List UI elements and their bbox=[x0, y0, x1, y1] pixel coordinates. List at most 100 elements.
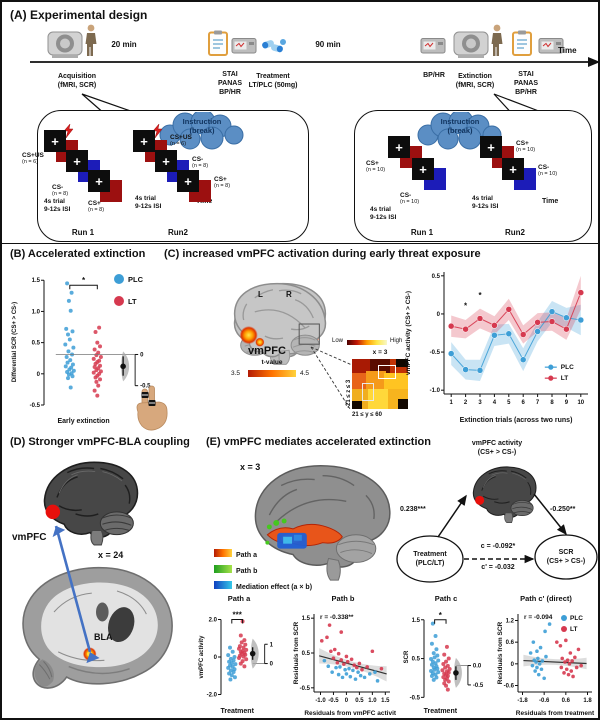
event-acquisition: Acquisition(fMRI, SCR) bbox=[57, 73, 97, 89]
trial-label: CS-(n = 10) bbox=[400, 192, 420, 205]
svg-text:0.5: 0.5 bbox=[32, 341, 41, 347]
trial-label: CS-(n = 8) bbox=[52, 184, 69, 197]
bp-monitor-icon bbox=[231, 35, 257, 55]
overlay-legend-path-a: Path a bbox=[214, 544, 257, 562]
path-c-plot-title: Path c bbox=[434, 594, 458, 603]
run1-label: Run 1 bbox=[71, 228, 95, 237]
svg-text:0: 0 bbox=[270, 662, 274, 668]
lt-dot-icon bbox=[114, 296, 124, 306]
svg-text:-0.6: -0.6 bbox=[504, 684, 515, 690]
svg-text:0: 0 bbox=[37, 372, 41, 378]
mri-scanner-icon bbox=[46, 30, 86, 60]
plc-dot-icon bbox=[114, 274, 124, 284]
path-b-coefficient: -0.250** bbox=[550, 506, 576, 513]
person-icon bbox=[84, 24, 98, 58]
path-a-plot-title: Path a bbox=[227, 594, 251, 603]
svg-text:*: * bbox=[82, 276, 86, 285]
fixation-square: + bbox=[412, 158, 434, 180]
svg-text:-2.0: -2.0 bbox=[207, 693, 218, 699]
hemisphere-r-label: R bbox=[286, 290, 292, 299]
medial-brain-pair bbox=[164, 272, 396, 372]
path-a-coefficient: 0.238*** bbox=[400, 506, 426, 513]
gap-90min: 90 min bbox=[315, 40, 341, 49]
svg-text:0.5: 0.5 bbox=[412, 657, 421, 663]
scr-hand-icon bbox=[132, 384, 168, 432]
svg-text:1.5: 1.5 bbox=[381, 698, 390, 704]
svg-text:1.0: 1.0 bbox=[32, 309, 41, 315]
slice-coordinate: x = 3 bbox=[240, 462, 261, 472]
stimulus-pair: + bbox=[502, 158, 536, 190]
inset-high-label: High bbox=[390, 338, 403, 344]
vmpfc-label: vmPFC bbox=[248, 345, 286, 357]
svg-text:2.0: 2.0 bbox=[209, 618, 218, 624]
svg-text:1.5: 1.5 bbox=[32, 278, 41, 284]
svg-text:0.0: 0.0 bbox=[473, 664, 482, 670]
legend-plc: PLC bbox=[114, 274, 143, 284]
mediation-diagram: vmPFC activity (CS+ > CS-) 0.238*** -0.2… bbox=[394, 438, 598, 600]
trial-label: CS-(n = 10) bbox=[538, 164, 558, 177]
panel-e-title: (E) vmPFC mediates accelerated extinctio… bbox=[206, 436, 431, 448]
svg-text:vmPFC activity: vmPFC activity bbox=[199, 635, 205, 679]
svg-text:r = -0.094: r = -0.094 bbox=[524, 614, 553, 621]
gap-20min: 20 min bbox=[111, 40, 137, 49]
svg-text:-1.8: -1.8 bbox=[517, 698, 528, 704]
svg-text:-0.6: -0.6 bbox=[539, 698, 550, 704]
svg-text:LT: LT bbox=[561, 375, 568, 382]
svg-text:-0.5: -0.5 bbox=[300, 686, 311, 692]
svg-text:7: 7 bbox=[536, 400, 540, 406]
tvalue-label: t-value bbox=[261, 359, 283, 366]
svg-text:0.5: 0.5 bbox=[302, 651, 311, 657]
bla-label: BLA bbox=[94, 632, 113, 642]
vmpfc-label: vmPFC bbox=[12, 532, 47, 543]
svg-text:6: 6 bbox=[522, 400, 526, 406]
svg-text:1.2: 1.2 bbox=[506, 619, 515, 625]
tvalue-min: 3.5 bbox=[231, 370, 241, 377]
inset-y-range: 21 ≤ y ≤ 60 bbox=[352, 412, 382, 418]
svg-text:1.0: 1.0 bbox=[368, 698, 377, 704]
fixation-square: + bbox=[88, 170, 110, 192]
tvalue-colorbar bbox=[248, 370, 296, 377]
mri-scanner-icon bbox=[452, 30, 492, 60]
mediator-contrast: (CS+ > CS-) bbox=[477, 449, 517, 456]
svg-text:9: 9 bbox=[565, 400, 569, 406]
mediator-label: vmPFC activity bbox=[471, 440, 523, 447]
svg-text:Differential SCR (CS+ > CS-): Differential SCR (CS+ > CS-) bbox=[12, 302, 18, 382]
path-c-coefficient: c = -0.092* bbox=[480, 543, 516, 550]
svg-text:*: * bbox=[439, 611, 443, 620]
svg-text:-0.5: -0.5 bbox=[410, 695, 421, 701]
clipboard-icon bbox=[512, 30, 532, 56]
hemisphere-l-label: L bbox=[258, 290, 263, 299]
instruction-cloud-icon bbox=[159, 112, 244, 150]
trial-label: CS+US(n = 6) bbox=[170, 134, 192, 147]
sagittal-slice bbox=[22, 566, 173, 689]
fixation-square: + bbox=[480, 136, 502, 158]
trial-label: CS+(n = 10) bbox=[366, 160, 386, 173]
svg-text:-1.0: -1.0 bbox=[430, 388, 441, 394]
svg-text:Treatment: Treatment bbox=[220, 708, 254, 715]
svg-text:Residuals from vmPFC activity: Residuals from vmPFC activity bbox=[304, 710, 396, 717]
panel-c-title: (C) increased vmPFC activation during ea… bbox=[164, 248, 481, 260]
run2-label: Run2 bbox=[168, 228, 188, 237]
instruction-cloud-text: Instruction(break) bbox=[440, 117, 480, 135]
svg-text:10: 10 bbox=[577, 400, 584, 406]
svg-text:r = -0.338**: r = -0.338** bbox=[320, 614, 354, 621]
event-bphr: BP/HR bbox=[423, 72, 445, 79]
fixation-square: + bbox=[502, 158, 524, 180]
svg-text:0: 0 bbox=[437, 312, 441, 318]
svg-text:Residuals from SCR: Residuals from SCR bbox=[497, 621, 504, 684]
svg-text:Extinction trials (across two: Extinction trials (across two runs) bbox=[460, 417, 573, 424]
svg-text:Residuals from treatment: Residuals from treatment bbox=[516, 710, 595, 717]
inset-z-range: -21 ≤ z ≤ 3 bbox=[346, 379, 352, 408]
scr-node: SCR(CS+ > CS-) bbox=[546, 549, 586, 565]
svg-text:1.5: 1.5 bbox=[412, 618, 421, 624]
trial-label: CS+US(n = 6) bbox=[22, 152, 44, 165]
svg-text:1: 1 bbox=[270, 642, 274, 648]
